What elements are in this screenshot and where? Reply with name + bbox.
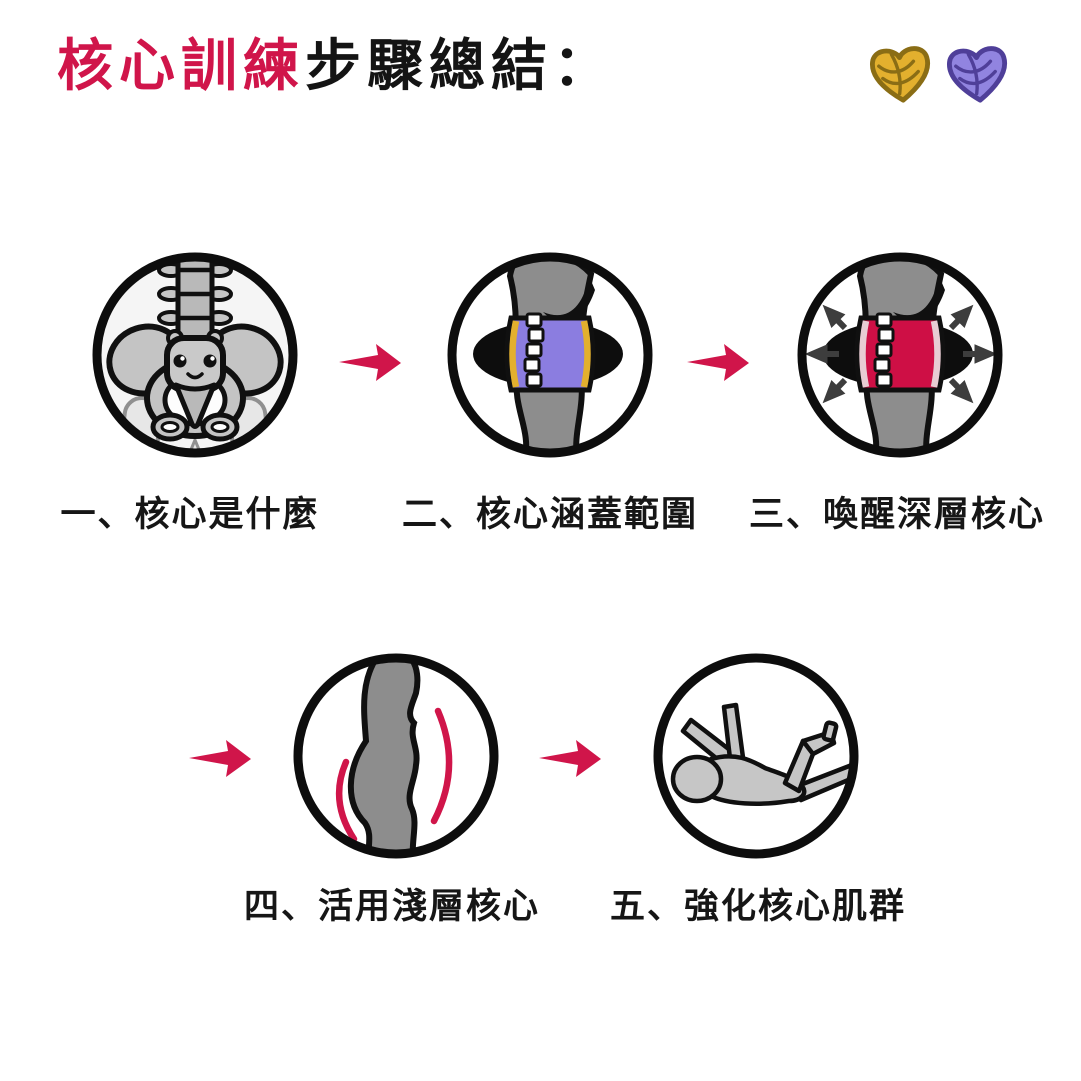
title-highlight: 核心訓練 xyxy=(57,36,305,98)
pelvis-smiley-face xyxy=(173,354,217,380)
title-rest: 步驟總結： xyxy=(305,36,615,98)
step-5-caption: 五、強化核心肌群 xyxy=(609,887,907,926)
flow-arrow-2 xyxy=(687,344,749,381)
logo-hearts xyxy=(868,44,1011,106)
step-3-red-core-cylinder-illustration xyxy=(797,252,1003,458)
step-5-dead-bug-exercise-illustration xyxy=(653,653,859,859)
flow-arrow-1 xyxy=(339,344,401,381)
step-4-torso-breathing-illustration xyxy=(293,653,499,859)
gold-leaf-heart-icon xyxy=(870,46,931,103)
purple-leaf-heart-icon xyxy=(947,46,1008,103)
step-3-caption: 三、喚醒深層核心 xyxy=(748,495,1046,534)
page-title: 核心訓練步驟總結： xyxy=(57,34,615,101)
expansion-arrows xyxy=(805,304,995,404)
flow-arrow-4 xyxy=(539,740,601,777)
step-4-caption: 四、活用淺層核心 xyxy=(243,887,541,926)
step-2-purple-core-cylinder-illustration xyxy=(447,252,653,458)
step-1-pelvis-illustration xyxy=(92,252,298,458)
breathing-lines xyxy=(335,707,453,843)
step-2-caption: 二、核心涵蓋範圍 xyxy=(401,495,699,534)
flow-arrow-3 xyxy=(189,740,251,777)
step-1-caption: 一、核心是什麼 xyxy=(60,495,320,534)
